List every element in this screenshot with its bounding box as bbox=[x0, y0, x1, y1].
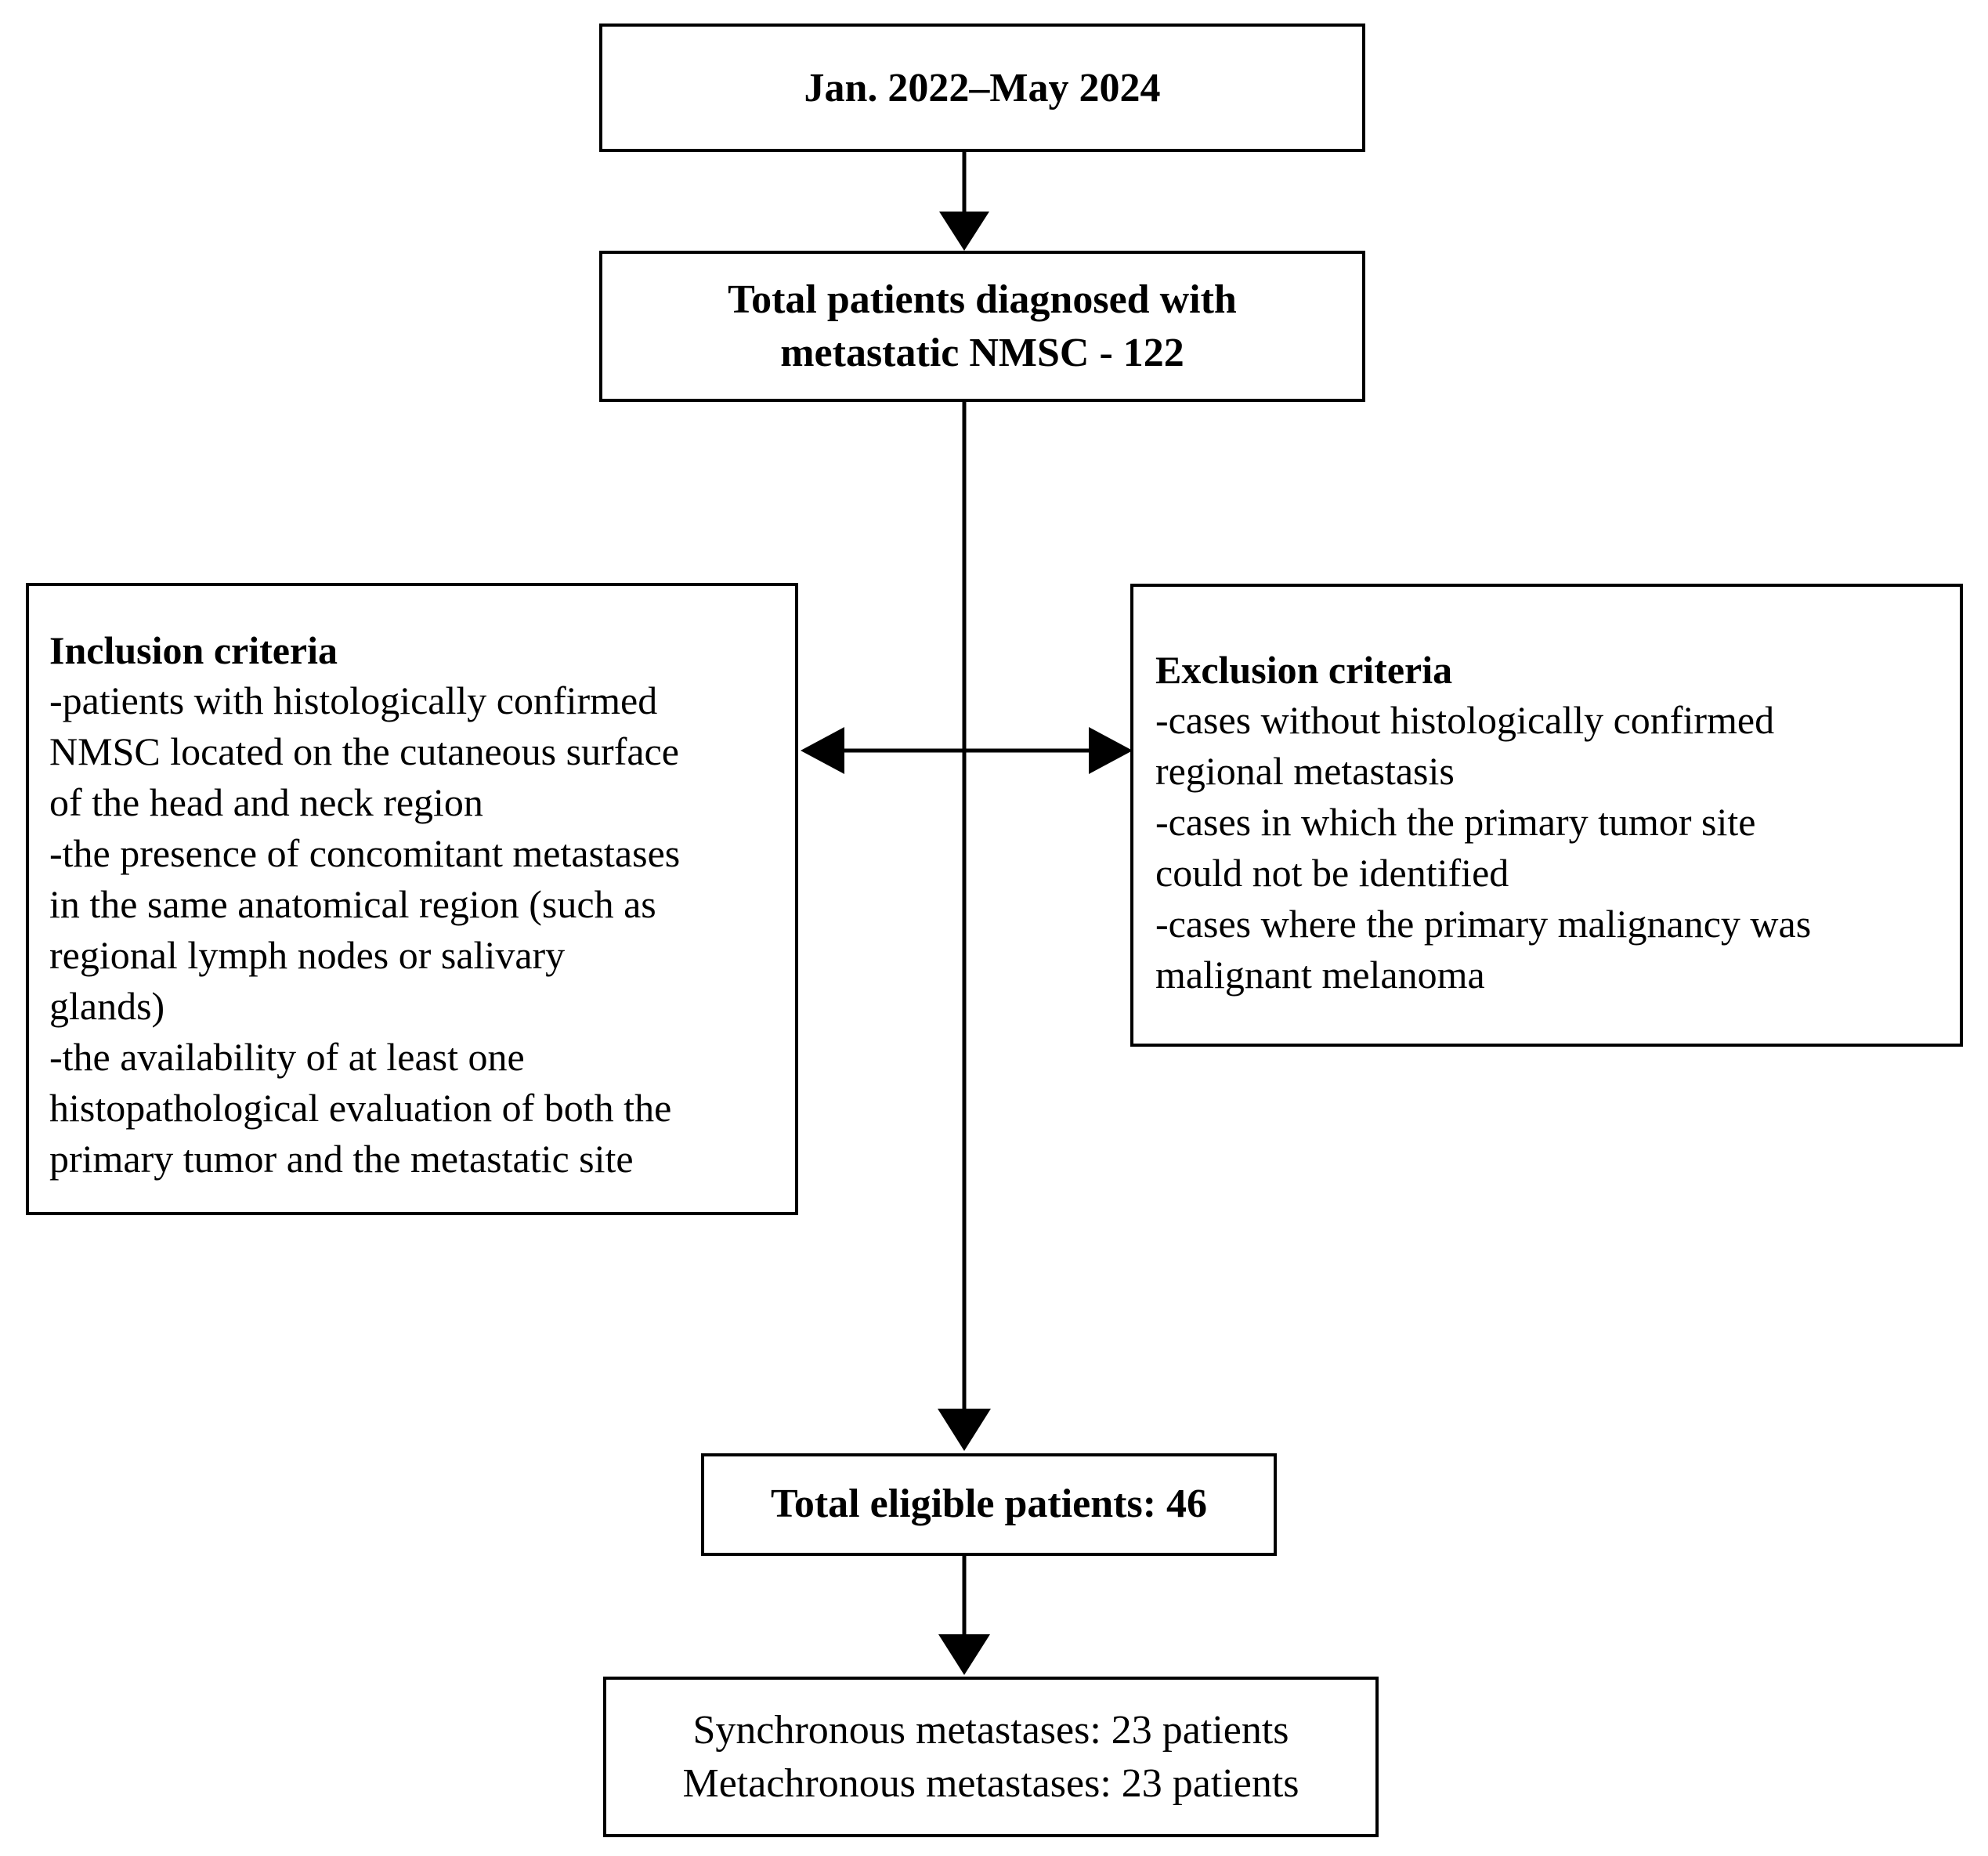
node-study-period: Jan. 2022–May 2024 bbox=[599, 24, 1365, 152]
arrow-eligible-to-split bbox=[938, 1556, 990, 1675]
study-period-label: Jan. 2022–May 2024 bbox=[804, 65, 1161, 110]
node-metastases-split: Synchronous metastases: 23 patients Meta… bbox=[603, 1677, 1379, 1837]
metastases-split-label: Synchronous metastases: 23 patients Meta… bbox=[682, 1707, 1299, 1806]
node-total-diagnosed: Total patients diagnosed with metastatic… bbox=[599, 251, 1365, 402]
exclusion-criteria-title: Exclusion criteria bbox=[1155, 647, 1453, 692]
arrow-period-to-total bbox=[939, 152, 989, 251]
node-inclusion-criteria: Inclusion criteria -patients with histol… bbox=[26, 583, 798, 1215]
total-eligible-label: Total eligible patients: 46 bbox=[770, 1482, 1208, 1527]
arrow-total-to-eligible bbox=[938, 402, 991, 1451]
inclusion-criteria-body: -patients with histologically confirmed … bbox=[49, 678, 681, 1181]
exclusion-criteria-body: -cases without histologically confirmed … bbox=[1155, 697, 1812, 997]
arrow-inclusion-exclusion-double bbox=[801, 727, 1133, 774]
node-exclusion-criteria: Exclusion criteria -cases without histol… bbox=[1130, 584, 1963, 1047]
inclusion-criteria-title: Inclusion criteria bbox=[49, 628, 338, 672]
node-total-eligible: Total eligible patients: 46 bbox=[701, 1453, 1277, 1556]
total-diagnosed-label: Total patients diagnosed with metastatic… bbox=[728, 277, 1237, 375]
